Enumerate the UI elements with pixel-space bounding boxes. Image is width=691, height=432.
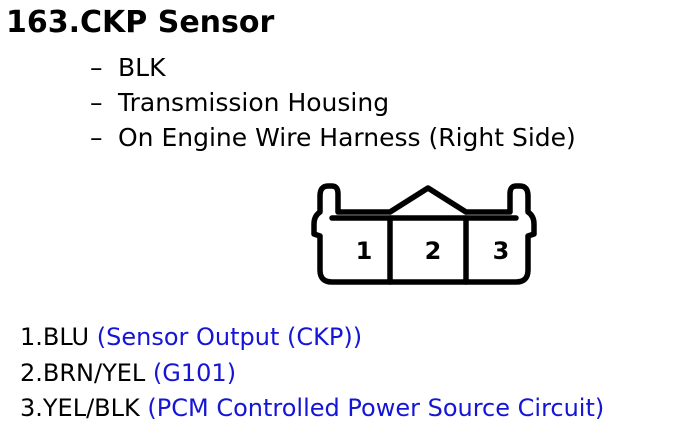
pin-1-label: 1 — [356, 237, 373, 265]
detail-harness: –On Engine Wire Harness (Right Side) — [90, 120, 576, 155]
detail-color: –BLK — [90, 50, 576, 85]
detail-bullet: – — [90, 53, 103, 82]
pin-3-label: 3 — [493, 237, 510, 265]
pin-description: (G101) — [152, 358, 237, 387]
pin-description: (PCM Controlled Power Source Circuit) — [147, 394, 605, 422]
connector-diagram: 1 2 3 — [311, 183, 537, 285]
pin-row: 3.YEL/BLK (PCM Controlled Power Source C… — [20, 391, 604, 427]
detail-bullet: – — [90, 123, 103, 152]
detail-location: –Transmission Housing — [90, 85, 576, 120]
pin-description: (Sensor Output (CKP)) — [96, 323, 363, 351]
page-title: 163.CKP Sensor — [6, 5, 275, 40]
connector-outline — [311, 183, 537, 285]
pin-wire: 3.YEL/BLK — [20, 394, 140, 422]
detail-text: On Engine Wire Harness (Right Side) — [118, 123, 576, 152]
pin-wire: 1.BLU — [20, 323, 90, 351]
pin-wire: 2.BRN/YEL — [20, 358, 146, 387]
pin-row: 1.BLU (Sensor Output (CKP)) — [20, 320, 604, 356]
pin-assignment-list: 1.BLU (Sensor Output (CKP)) 2.BRN/YEL (G… — [20, 320, 604, 427]
detail-text: Transmission Housing — [118, 88, 390, 117]
pin-row: 2.BRN/YEL (G101) — [20, 356, 604, 392]
pin-2-label: 2 — [425, 237, 442, 265]
detail-bullet: – — [90, 88, 103, 117]
sensor-details-list: –BLK –Transmission Housing –On Engine Wi… — [90, 50, 576, 155]
detail-text: BLK — [118, 53, 166, 82]
